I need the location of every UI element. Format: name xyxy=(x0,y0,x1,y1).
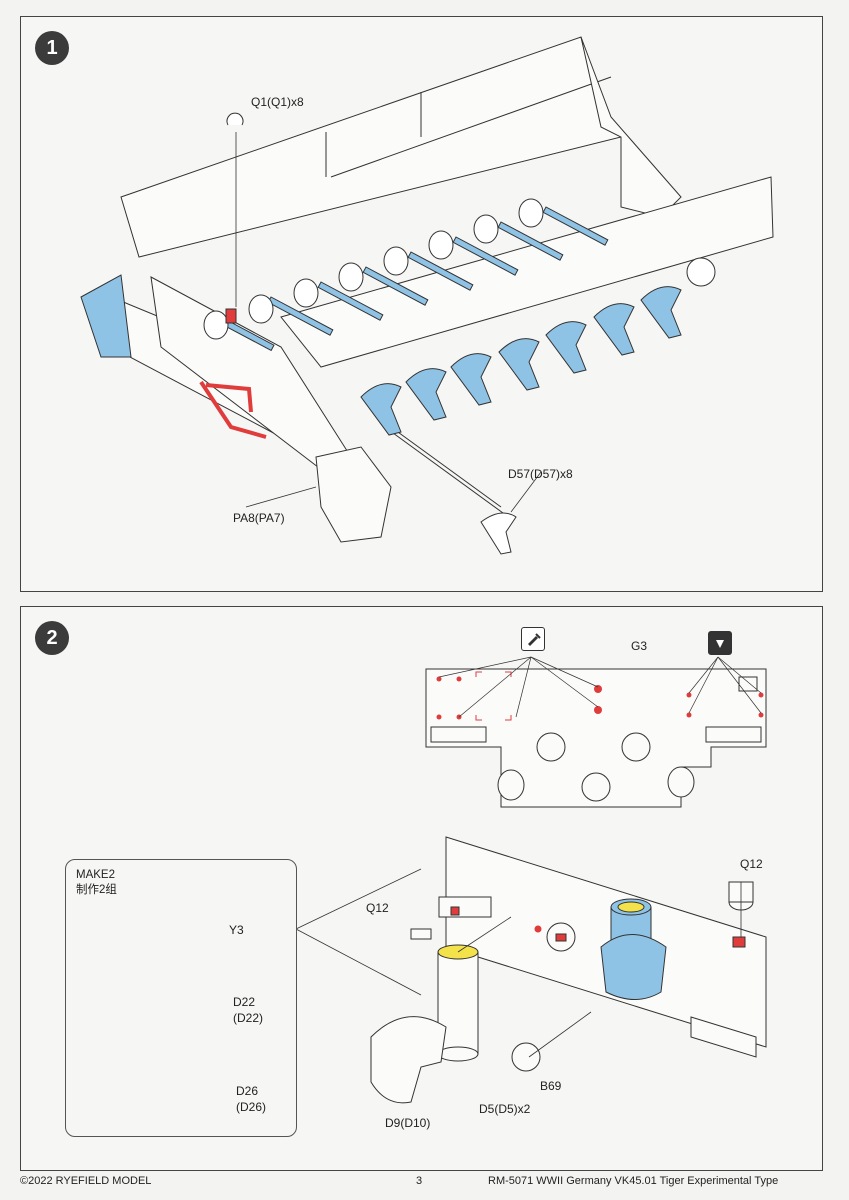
make2-title-zh: 制作2组 xyxy=(76,884,117,896)
step-number-badge: 1 xyxy=(35,31,69,65)
part-label-d57: D57(D57)x8 xyxy=(508,467,573,481)
step-2-panel: 2 xyxy=(20,606,823,1171)
part-label-d26: D26 xyxy=(236,1084,259,1098)
glue-icon xyxy=(521,627,545,651)
footer-product: RM-5071 WWII Germany VK45.01 Tiger Exper… xyxy=(488,1175,779,1187)
make2-sub-assembly-box: MAKE2 制作2组 xyxy=(65,859,297,1137)
part-label-d22: D22 xyxy=(233,995,256,1009)
part-label-d26-alt: (D26) xyxy=(236,1100,267,1114)
part-label-q12-right: Q12 xyxy=(740,857,763,871)
part-label-q1: Q1(Q1)x8 xyxy=(251,95,304,109)
footer-page-number: 3 xyxy=(416,1175,423,1187)
make2-title: MAKE2 制作2组 xyxy=(76,868,117,898)
part-label-d22-alt: (D22) xyxy=(233,1011,264,1025)
part-label-q12-left: Q12 xyxy=(366,901,389,915)
part-label-pa8: PA8(PA7) xyxy=(233,511,285,525)
step-1-hull-diagram xyxy=(80,36,774,555)
part-label-d5: D5(D5)x2 xyxy=(479,1102,531,1116)
drill-icon xyxy=(708,631,732,655)
step-1-panel: 1 xyxy=(20,16,823,592)
part-label-g3: G3 xyxy=(631,639,648,653)
footer-copyright: ©2022 RYEFIELD MODEL xyxy=(20,1175,152,1187)
step-number-badge: 2 xyxy=(35,621,69,655)
part-label-y3: Y3 xyxy=(229,923,244,937)
part-label-b69: B69 xyxy=(540,1079,562,1093)
part-label-d9: D9(D10) xyxy=(385,1116,431,1130)
make2-title-en: MAKE2 xyxy=(76,869,115,881)
